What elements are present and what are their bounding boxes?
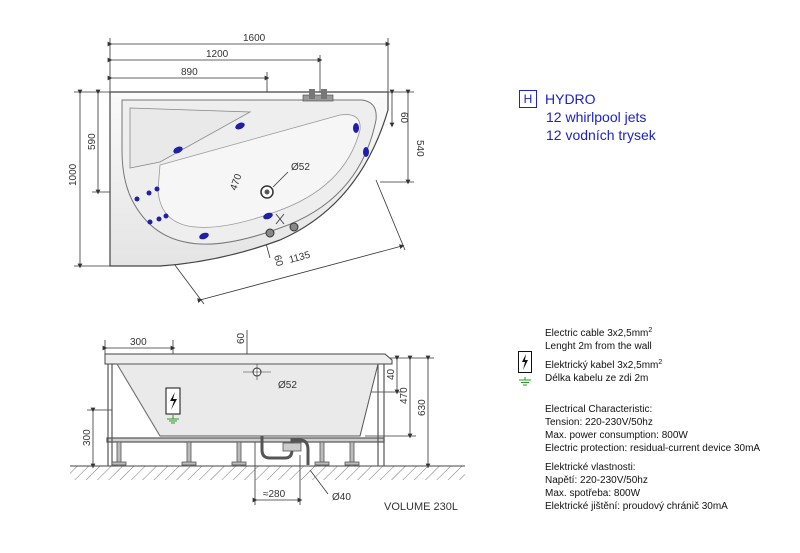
hydro-jets-cz: 12 vodních trysek	[546, 127, 656, 143]
ground-symbol-icon	[167, 415, 179, 424]
dim-width-inner: 590	[87, 133, 98, 150]
dim-right-depth: 540	[414, 140, 425, 157]
frame-rail	[106, 437, 385, 443]
jet-icon	[147, 219, 153, 225]
dim-length-short: 890	[181, 67, 198, 78]
side-view: 300 60 Ø52 40 470 630 300 ≈280 Ø40 VOLUM…	[70, 330, 465, 513]
dim-leg-height: 300	[82, 429, 93, 446]
jet-icon	[163, 213, 169, 219]
top-view: 1600 1200 890 1000 590 540 60 470 Ø52 11…	[68, 33, 425, 305]
dim-overall-width: 1000	[68, 163, 79, 186]
dim-total-height: 630	[417, 399, 428, 416]
siphon-fitting	[282, 442, 302, 452]
jet-icon	[235, 122, 245, 130]
hydro-legend: H HYDRO 12 whirlpool jets 12 vodních trys…	[519, 90, 656, 144]
faucet-knob-icon	[321, 89, 327, 99]
dim-rim-height: 40	[386, 368, 397, 380]
ground-symbol-icon	[518, 374, 532, 392]
headrest	[129, 107, 252, 169]
jet-icon	[146, 190, 152, 196]
leg-foot	[231, 461, 247, 466]
spec-char-tension: Tension: 220-230V/50hz	[545, 417, 653, 428]
spec-cable-cz-1: Elektrický kabel 3x2,5mm2	[545, 359, 663, 371]
dim-drain-offset: ≈280	[263, 489, 286, 500]
jet-icon	[199, 232, 209, 240]
jet-icon	[353, 123, 359, 133]
volume-label: VOLUME 230L	[384, 501, 458, 513]
control-icon	[289, 222, 299, 232]
jet-icon	[154, 186, 160, 192]
siphon-pipe	[260, 436, 310, 465]
jet-icon	[156, 216, 162, 222]
jet-icon	[363, 147, 369, 157]
floor-hatch	[70, 466, 465, 480]
spec-cable: Electric cable 3x2,5mm2 Lenght 2m from t…	[545, 327, 662, 385]
overflow-icon	[265, 228, 275, 238]
leg	[349, 441, 355, 467]
jet-icon	[173, 146, 183, 154]
dim-drain: Ø52	[291, 162, 310, 173]
leg	[319, 441, 325, 467]
lightning-icon	[170, 392, 177, 410]
hydro-badge-icon: H	[519, 90, 537, 108]
spec-characteristics-en: Electrical Characteristic: Tension: 220-…	[545, 403, 760, 455]
jet-icon	[134, 196, 140, 202]
spec-cz-title: Elektrické vlastnosti:	[545, 462, 636, 473]
hydro-title: HYDRO	[545, 91, 596, 107]
dim-drain-pipe: Ø40	[332, 492, 351, 503]
tub-rim	[104, 353, 393, 365]
leg	[116, 441, 122, 467]
whirlpool-jets	[134, 122, 369, 240]
spec-cable-en-1: Electric cable 3x2,5mm2	[545, 327, 653, 339]
spec-char-title: Electrical Characteristic:	[545, 404, 653, 415]
spec-cable-en-2: Lenght 2m from the wall	[545, 341, 652, 352]
tub-legs	[111, 441, 360, 467]
dim-inner-offset: 60	[271, 254, 285, 268]
hydro-jets-en: 12 whirlpool jets	[546, 109, 647, 125]
tub-bottom	[157, 114, 361, 228]
spec-cz-protection: Elektrické jištění: proudový chránič 30m…	[545, 501, 728, 512]
leg-foot	[314, 461, 330, 466]
leg-foot	[181, 461, 197, 466]
dim-inner-length: 1135	[288, 250, 312, 266]
spec-characteristics-cz: Elektrické vlastnosti: Napětí: 220-230V/…	[545, 461, 728, 513]
spec-char-power: Max. power consumption: 800W	[545, 430, 688, 441]
dim-right-offset: 60	[398, 112, 409, 124]
faucet-knob-icon	[309, 89, 315, 99]
electric-warning-icon	[518, 351, 532, 373]
leg	[236, 441, 242, 467]
dim-left-length: 300	[130, 337, 147, 348]
dim-rim: 60	[236, 332, 247, 344]
jet-icon	[263, 212, 273, 220]
drain-center-icon	[264, 189, 270, 195]
tub-body	[116, 363, 379, 437]
dim-inner-height: 470	[399, 387, 410, 404]
faucet-icon	[302, 94, 334, 102]
spec-cable-cz-2: Délka kabelu ze zdi 2m	[545, 373, 649, 384]
spec-cz-power: Max. spotřeba: 800W	[545, 488, 641, 499]
dim-overall-length: 1600	[243, 33, 266, 44]
dim-length-mid: 1200	[206, 49, 229, 60]
dim-side-drain: Ø52	[278, 380, 297, 391]
spec-char-protection: Electric protection: residual-current de…	[545, 443, 761, 454]
leg-foot	[111, 461, 127, 466]
leg	[186, 441, 192, 467]
leg-foot	[344, 461, 360, 466]
spec-cz-voltage: Napětí: 220-230V/50hz	[545, 475, 648, 486]
